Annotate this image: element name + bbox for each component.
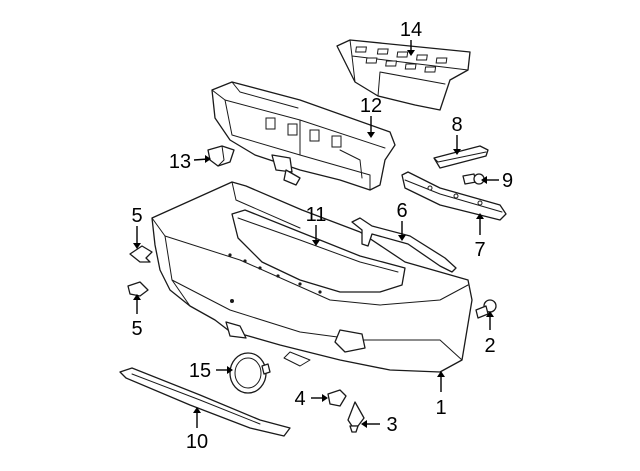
callout-2: 2: [484, 314, 496, 357]
callout-15: 15: [189, 360, 230, 382]
callout-label: 4: [294, 388, 305, 410]
mounting-bracket: [401, 171, 507, 221]
tow-cover: [229, 352, 271, 394]
callout-8: 8: [451, 114, 463, 152]
bolt: [462, 173, 485, 185]
callout-label: 10: [186, 431, 208, 453]
side-clip: [207, 145, 235, 167]
callout-13: 13: [169, 151, 209, 173]
callout-label: 1: [435, 397, 446, 419]
callout-9: 9: [484, 170, 513, 192]
callout-label: 7: [474, 239, 485, 261]
callout-label: 15: [189, 360, 211, 382]
small-bracket: [433, 145, 489, 169]
callout-label: 2: [484, 335, 495, 357]
push-retainer-lower: [127, 281, 149, 297]
lower-valance-strip: [119, 367, 291, 437]
step-pad: [336, 39, 471, 111]
callout-label: 11: [306, 204, 327, 226]
callout-3: 3: [364, 414, 398, 436]
callout-label: 12: [360, 95, 382, 117]
callout-10: 10: [186, 410, 208, 453]
callout-label: 14: [400, 19, 422, 41]
callout-label: 5: [131, 318, 142, 340]
callout-label: 8: [451, 114, 462, 136]
callout-5-lower: 5: [131, 297, 143, 340]
callout-1: 1: [435, 374, 447, 419]
callout-label: 6: [396, 200, 407, 222]
callout-label: 5: [131, 205, 142, 227]
screw: [475, 299, 497, 319]
impact-absorber: [211, 81, 396, 191]
callout-label: 9: [502, 170, 513, 192]
side-bracket: [351, 217, 457, 273]
callout-label: 3: [386, 414, 397, 436]
callout-12: 12: [360, 95, 382, 135]
retainer: [327, 389, 347, 407]
callout-4: 4: [294, 388, 325, 410]
callout-7: 7: [474, 216, 486, 261]
upper-trim-strip: [228, 209, 406, 294]
callout-label: 13: [169, 151, 191, 173]
callout-5-upper: 5: [131, 205, 143, 246]
push-retainer-upper: [129, 245, 153, 263]
push-pin: [347, 401, 365, 433]
callout-arrowheads: [133, 50, 494, 428]
